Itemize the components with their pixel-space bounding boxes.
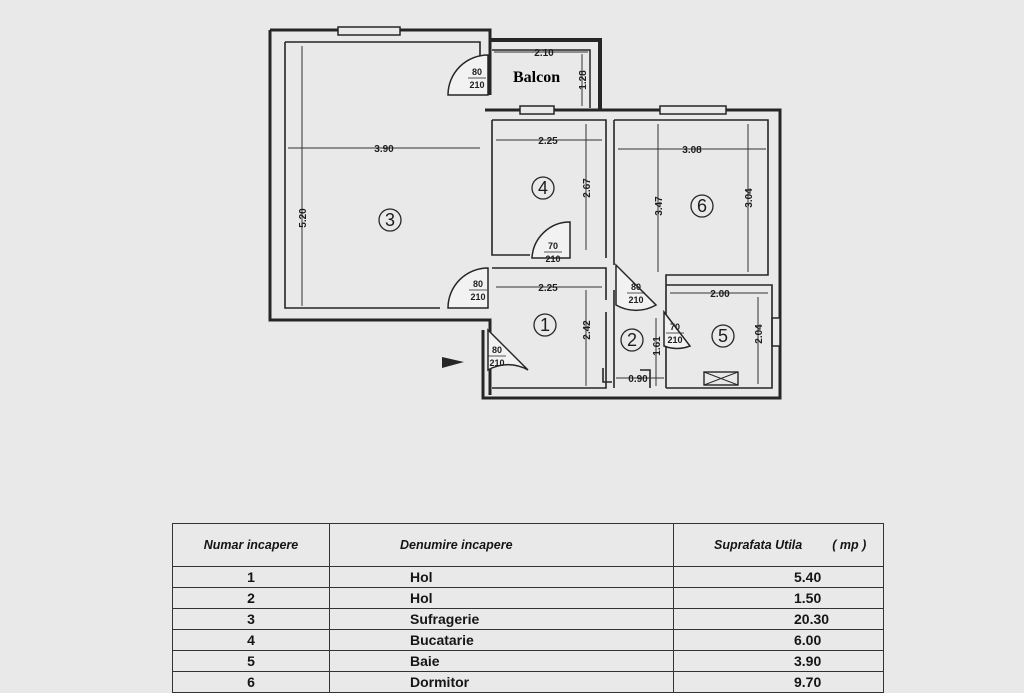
svg-text:70: 70: [548, 241, 558, 251]
svg-text:80: 80: [473, 279, 483, 289]
door-size-kitchen: 70 210: [544, 241, 562, 264]
wall-hall: [492, 267, 773, 389]
door-swing-kitchen: [531, 221, 571, 259]
floor-plan: 3 4 6 1 2 5 Balcon 3.90 5.20 2.10 1.28 2…: [268, 26, 782, 400]
dimension-label: 2.00: [710, 289, 730, 300]
dimension-label: 2.25: [538, 283, 558, 294]
dimension-label: 3.04: [744, 188, 755, 208]
svg-text:210: 210: [470, 292, 485, 302]
dimension-label: 2.04: [754, 324, 765, 344]
table-row: 5 Baie 3.90: [172, 650, 884, 672]
room-number-circle: [533, 313, 557, 337]
dimension-label: 2.67: [582, 178, 593, 198]
wall-inner-top: [491, 119, 769, 388]
wall-outer: [481, 108, 782, 400]
table-row: 4 Bucatarie 6.00: [172, 629, 884, 651]
svg-text:210: 210: [628, 295, 643, 305]
balcony-label: Balcon: [513, 69, 560, 86]
vent-box: [703, 371, 739, 386]
dimension-label: 3.08: [682, 145, 702, 156]
svg-text:210: 210: [545, 254, 560, 264]
dimension-label: 1.28: [578, 70, 589, 90]
door-swing-bath: [663, 309, 692, 350]
door-swing-balcony: [447, 54, 489, 96]
room-number-circle: [531, 176, 555, 200]
svg-text:210: 210: [469, 80, 484, 90]
header-room-name: Denumire incapere: [329, 523, 674, 567]
door-size-entrance: 80 210: [488, 345, 506, 368]
door-swing-living: [447, 267, 489, 309]
room-number: 3: [385, 210, 395, 230]
svg-text:210: 210: [489, 358, 504, 368]
wall-hall-2: [602, 368, 651, 388]
window: [337, 26, 401, 36]
room-number: 1: [540, 315, 550, 335]
room-number-circle: [711, 324, 735, 348]
dimension-label: 2.10: [534, 48, 554, 59]
svg-text:70: 70: [670, 322, 680, 332]
room-number-circle: [620, 328, 644, 352]
table-row: 1 Hol 5.40: [172, 566, 884, 588]
svg-text:80: 80: [492, 345, 502, 355]
dimension-label: 2.25: [538, 136, 558, 147]
door-size-bedroom: 80 210: [627, 282, 645, 305]
window: [771, 317, 781, 347]
svg-text:210: 210: [667, 335, 682, 345]
door-size-living: 80 210: [469, 279, 487, 302]
dimension-label: 3.90: [374, 144, 394, 155]
dimension-label: 5.20: [298, 208, 309, 228]
header-room-number: Numar incapere: [172, 523, 330, 567]
room-number: 2: [627, 330, 637, 350]
table-header-row: Numar incapere Denumire incapere Suprafa…: [172, 523, 884, 567]
balcony-wall: [490, 38, 602, 110]
room-number: 5: [718, 326, 728, 346]
table-row: 2 Hol 1.50: [172, 587, 884, 609]
door-swing-bedroom: [615, 263, 658, 312]
room-number-circle: [378, 208, 402, 232]
window: [519, 105, 555, 115]
dimension-label: 1.61: [652, 336, 663, 356]
room-number: 4: [538, 178, 548, 198]
dimension-label: 2.42: [582, 320, 593, 340]
table-row: 6 Dormitor 9.70: [172, 671, 884, 693]
dimension-label: 0.90: [628, 374, 648, 385]
header-area: Suprafata Utila( mp ): [673, 523, 884, 567]
room-number-circle: [690, 194, 714, 218]
svg-text:80: 80: [472, 67, 482, 77]
door-swing-entrance: [487, 328, 529, 372]
room-number: 6: [697, 196, 707, 216]
entrance-arrow-icon: [442, 357, 464, 368]
dimension-label: 3.47: [654, 196, 665, 216]
door-size-balcony: 80 210: [468, 67, 486, 90]
door-size-bath: 70 210: [666, 322, 684, 345]
svg-text:80: 80: [631, 282, 641, 292]
table-row: 3 Sufragerie 20.30: [172, 608, 884, 630]
window: [659, 105, 727, 115]
balcony-railing: [492, 49, 591, 108]
room-area-table: Numar incapere Denumire incapere Suprafa…: [172, 523, 884, 693]
